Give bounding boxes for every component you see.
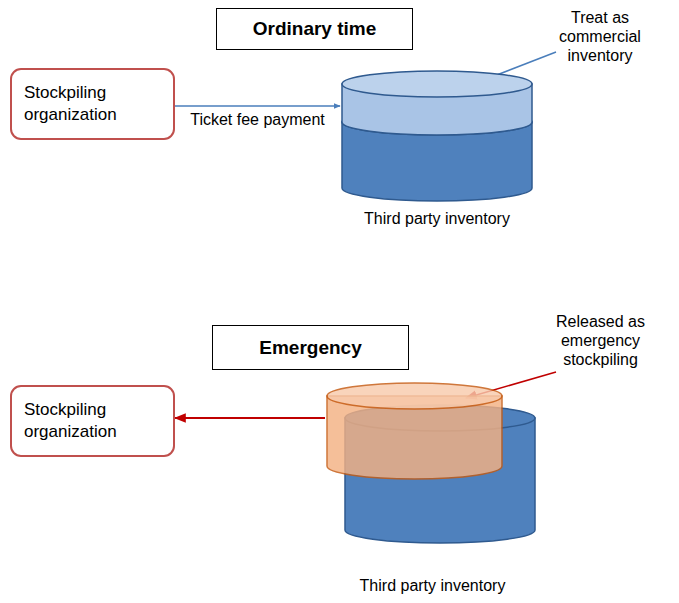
heading-box: Emergency bbox=[212, 325, 409, 370]
cylinder-top bbox=[342, 71, 532, 97]
inventory-label: Third party inventory bbox=[340, 210, 534, 228]
inventory-cylinder: Third party inventory bbox=[325, 380, 540, 595]
flow-arrow bbox=[175, 105, 340, 107]
cylinder-figure bbox=[340, 68, 534, 204]
edge-label: Ticket fee payment bbox=[188, 111, 327, 129]
box-text: Stockpiling organization bbox=[24, 82, 161, 126]
callout-label: Released as emergency stockpiling bbox=[528, 312, 673, 370]
heading-text: Ordinary time bbox=[253, 18, 377, 40]
cylinder-top bbox=[327, 383, 502, 409]
organization-box: Stockpiling organization bbox=[10, 385, 175, 457]
box-text: Stockpiling organization bbox=[24, 399, 161, 443]
cylinder-figure bbox=[325, 380, 540, 571]
inventory-label: Third party inventory bbox=[325, 577, 540, 595]
organization-box: Stockpiling organization bbox=[10, 68, 175, 140]
flow-arrow bbox=[175, 417, 325, 419]
heading-box: Ordinary time bbox=[216, 8, 413, 50]
callout-label: Treat as commercial inventory bbox=[530, 8, 670, 66]
inventory-cylinder: Third party inventory bbox=[340, 68, 534, 228]
heading-text: Emergency bbox=[259, 337, 361, 359]
